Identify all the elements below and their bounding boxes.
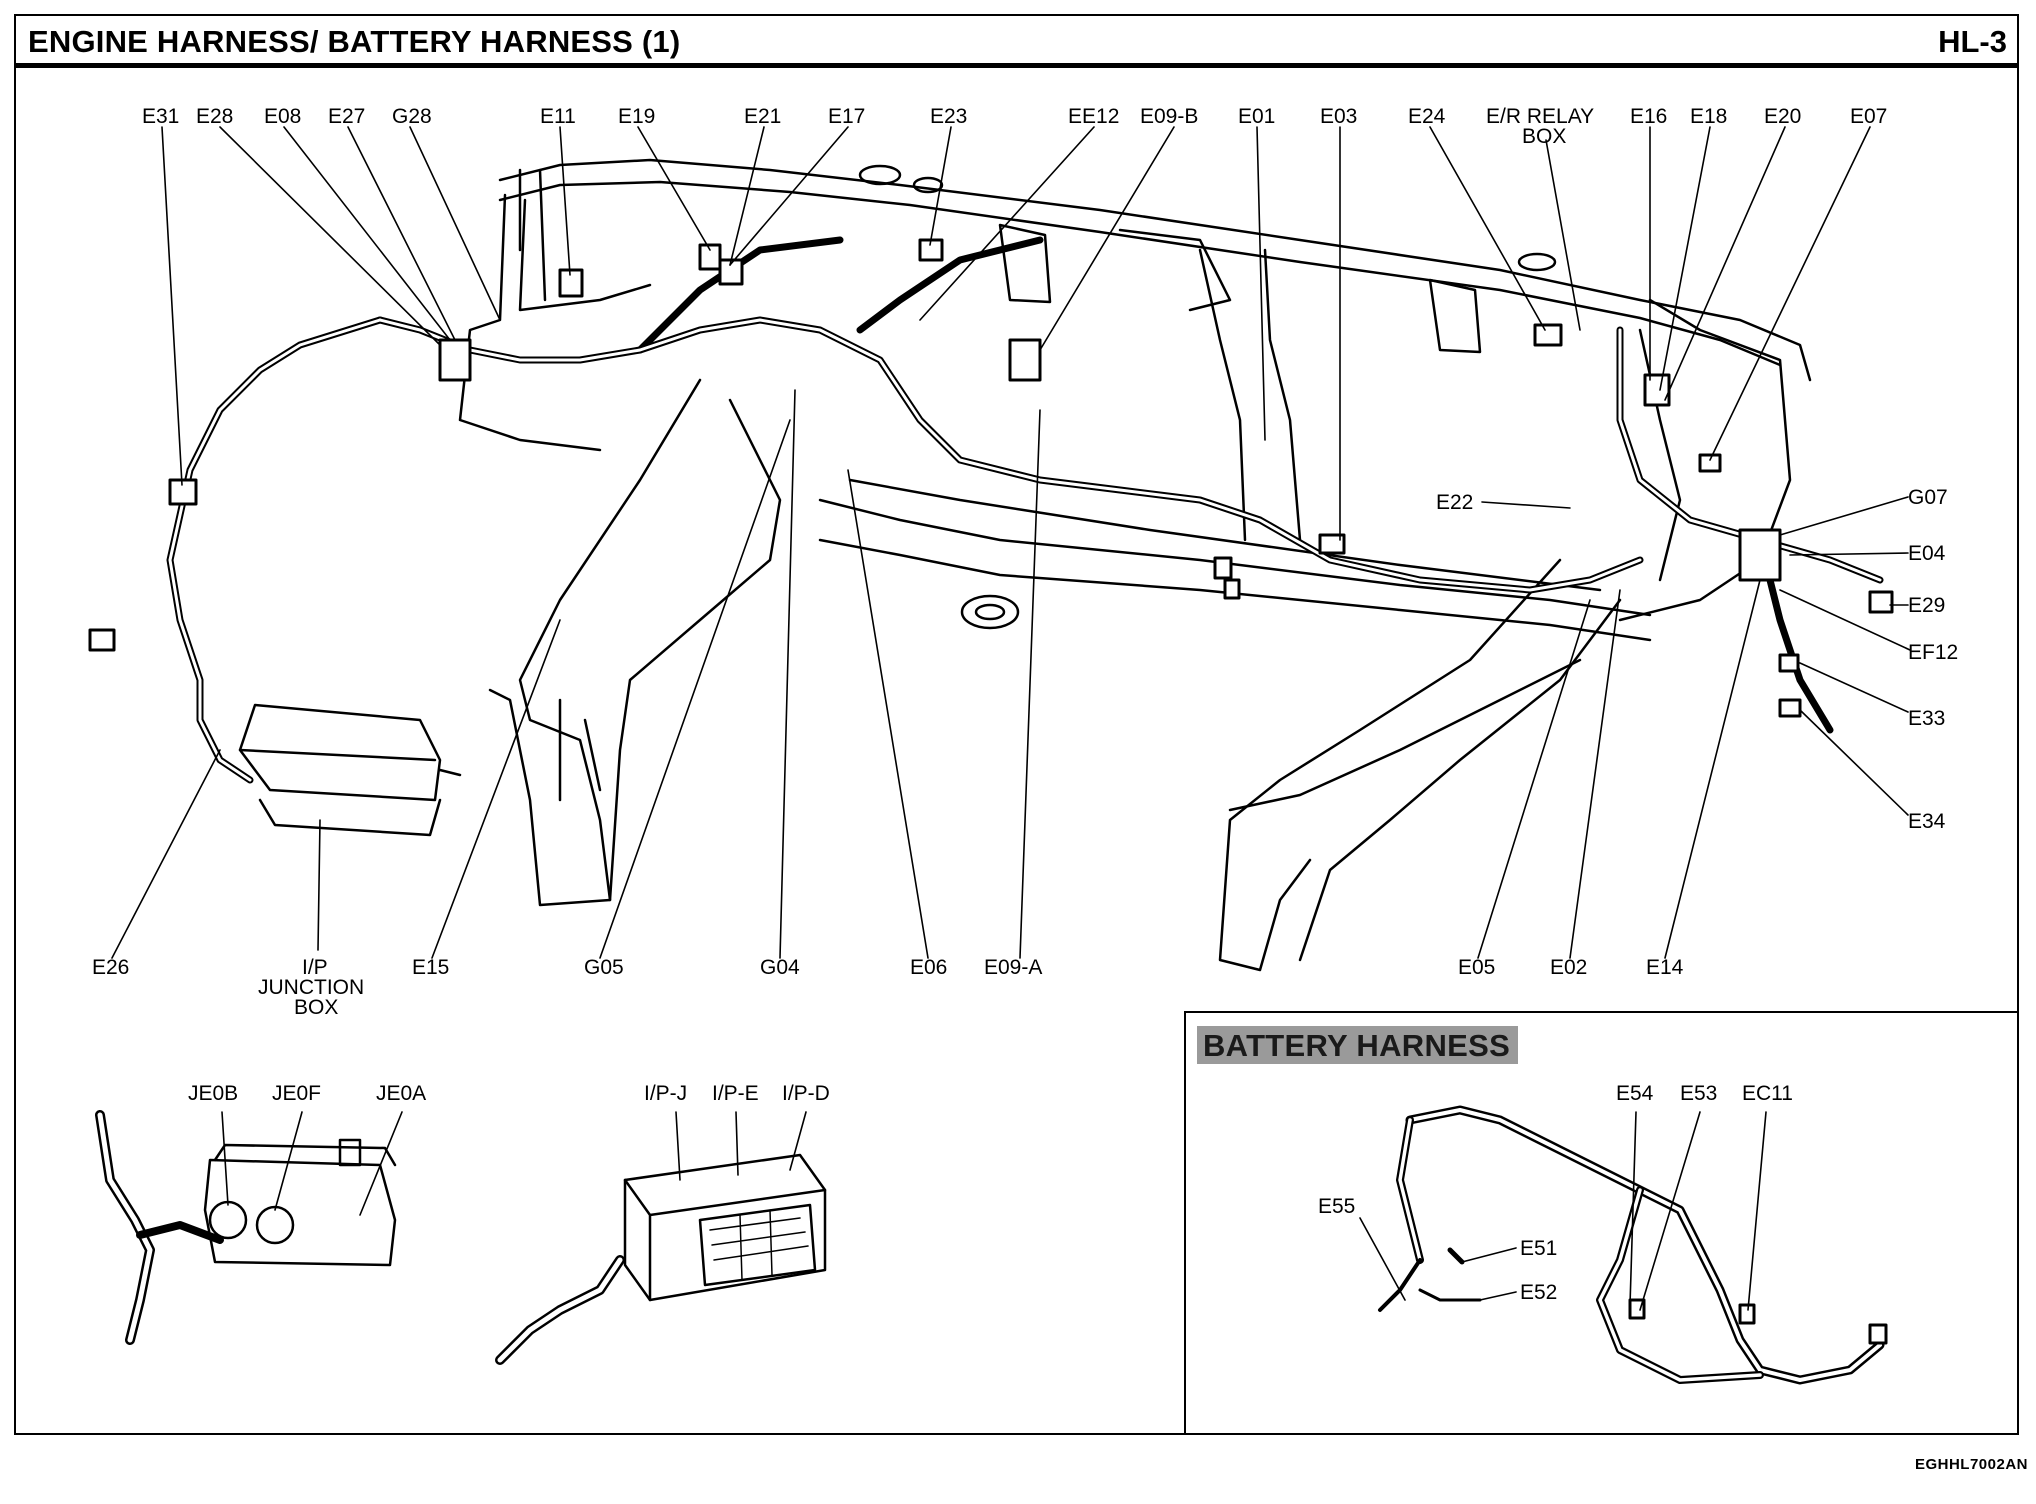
label-e29: E29 xyxy=(1908,594,1945,617)
label-e54: E54 xyxy=(1616,1082,1654,1105)
label-er-relay-line2: BOX xyxy=(1522,125,1566,148)
label-ip-jb-line3: BOX xyxy=(294,996,338,1019)
label-e51: E51 xyxy=(1520,1237,1557,1260)
battery-harness-drawing xyxy=(1359,1105,1888,1385)
label-e31: E31 xyxy=(142,105,179,128)
label-ip-d: I/P-D xyxy=(782,1082,830,1105)
label-e21: E21 xyxy=(744,105,781,128)
label-e09b: E09-B xyxy=(1140,105,1198,128)
drawing-code: EGHHL7002AN xyxy=(1914,1456,2028,1473)
label-e14: E14 xyxy=(1646,956,1684,979)
label-e03: E03 xyxy=(1320,105,1357,128)
label-g07: G07 xyxy=(1908,486,1948,509)
page-frame xyxy=(14,14,2019,1435)
label-e22: E22 xyxy=(1436,491,1473,514)
label-e33: E33 xyxy=(1908,707,1945,730)
label-e18: E18 xyxy=(1690,105,1727,128)
label-ip-jb-line2: JUNCTION xyxy=(258,976,364,999)
label-g28: G28 xyxy=(392,105,432,128)
label-e34: E34 xyxy=(1908,810,1946,833)
je-junction-box-detail xyxy=(95,1110,403,1345)
connector-labels: E31 E28 E08 E27 G28 E11 E19 E21 E17 E23 … xyxy=(92,105,1958,1304)
label-e06: E06 xyxy=(910,956,947,979)
page-code: HL-3 xyxy=(1938,24,2007,59)
label-e05: E05 xyxy=(1458,956,1495,979)
radiator-support-frame xyxy=(458,158,1812,972)
label-ip-jb-line1: I/P xyxy=(302,956,328,979)
label-er-relay-line1: E/R RELAY xyxy=(1486,105,1594,128)
page-title: ENGINE HARNESS/ BATTERY HARNESS (1) xyxy=(28,24,681,59)
battery-harness-panel: BATTERY HARNESS xyxy=(1184,1011,2019,1435)
label-ee12: EE12 xyxy=(1068,105,1119,128)
label-e16: E16 xyxy=(1630,105,1667,128)
label-g04: G04 xyxy=(760,956,800,979)
label-e11: E11 xyxy=(540,105,576,128)
label-e20: E20 xyxy=(1764,105,1801,128)
label-je0f: JE0F xyxy=(272,1082,321,1105)
label-e08: E08 xyxy=(264,105,301,128)
label-ip-e: I/P-E xyxy=(712,1082,759,1105)
label-je0a: JE0A xyxy=(376,1082,426,1105)
label-e09a: E09-A xyxy=(984,956,1042,979)
page-header: ENGINE HARNESS/ BATTERY HARNESS (1) HL-3 xyxy=(16,16,2017,68)
label-je0b: JE0B xyxy=(188,1082,238,1105)
label-e02: E02 xyxy=(1550,956,1587,979)
ip-junction-box-main xyxy=(238,703,462,837)
label-e28: E28 xyxy=(196,105,233,128)
label-e26: E26 xyxy=(92,956,129,979)
label-e19: E19 xyxy=(618,105,655,128)
ip-fuse-block-detail xyxy=(495,1111,827,1365)
label-e23: E23 xyxy=(930,105,967,128)
label-e07: E07 xyxy=(1850,105,1887,128)
label-e15: E15 xyxy=(412,956,449,979)
harness-connectors xyxy=(88,238,1894,718)
label-e52: E52 xyxy=(1520,1281,1557,1304)
label-ip-j: I/P-J xyxy=(644,1082,687,1105)
label-g05: G05 xyxy=(584,956,624,979)
leader-lines xyxy=(111,126,1911,959)
label-ec11: EC11 xyxy=(1742,1082,1793,1105)
label-e55: E55 xyxy=(1318,1195,1355,1218)
label-e53: E53 xyxy=(1680,1082,1717,1105)
label-e17: E17 xyxy=(828,105,865,128)
label-e01: E01 xyxy=(1238,105,1275,128)
label-e27: E27 xyxy=(328,105,365,128)
label-e04: E04 xyxy=(1908,542,1946,565)
label-e24: E24 xyxy=(1408,105,1446,128)
label-ef12: EF12 xyxy=(1908,641,1958,664)
battery-harness-title: BATTERY HARNESS xyxy=(1197,1026,1519,1064)
